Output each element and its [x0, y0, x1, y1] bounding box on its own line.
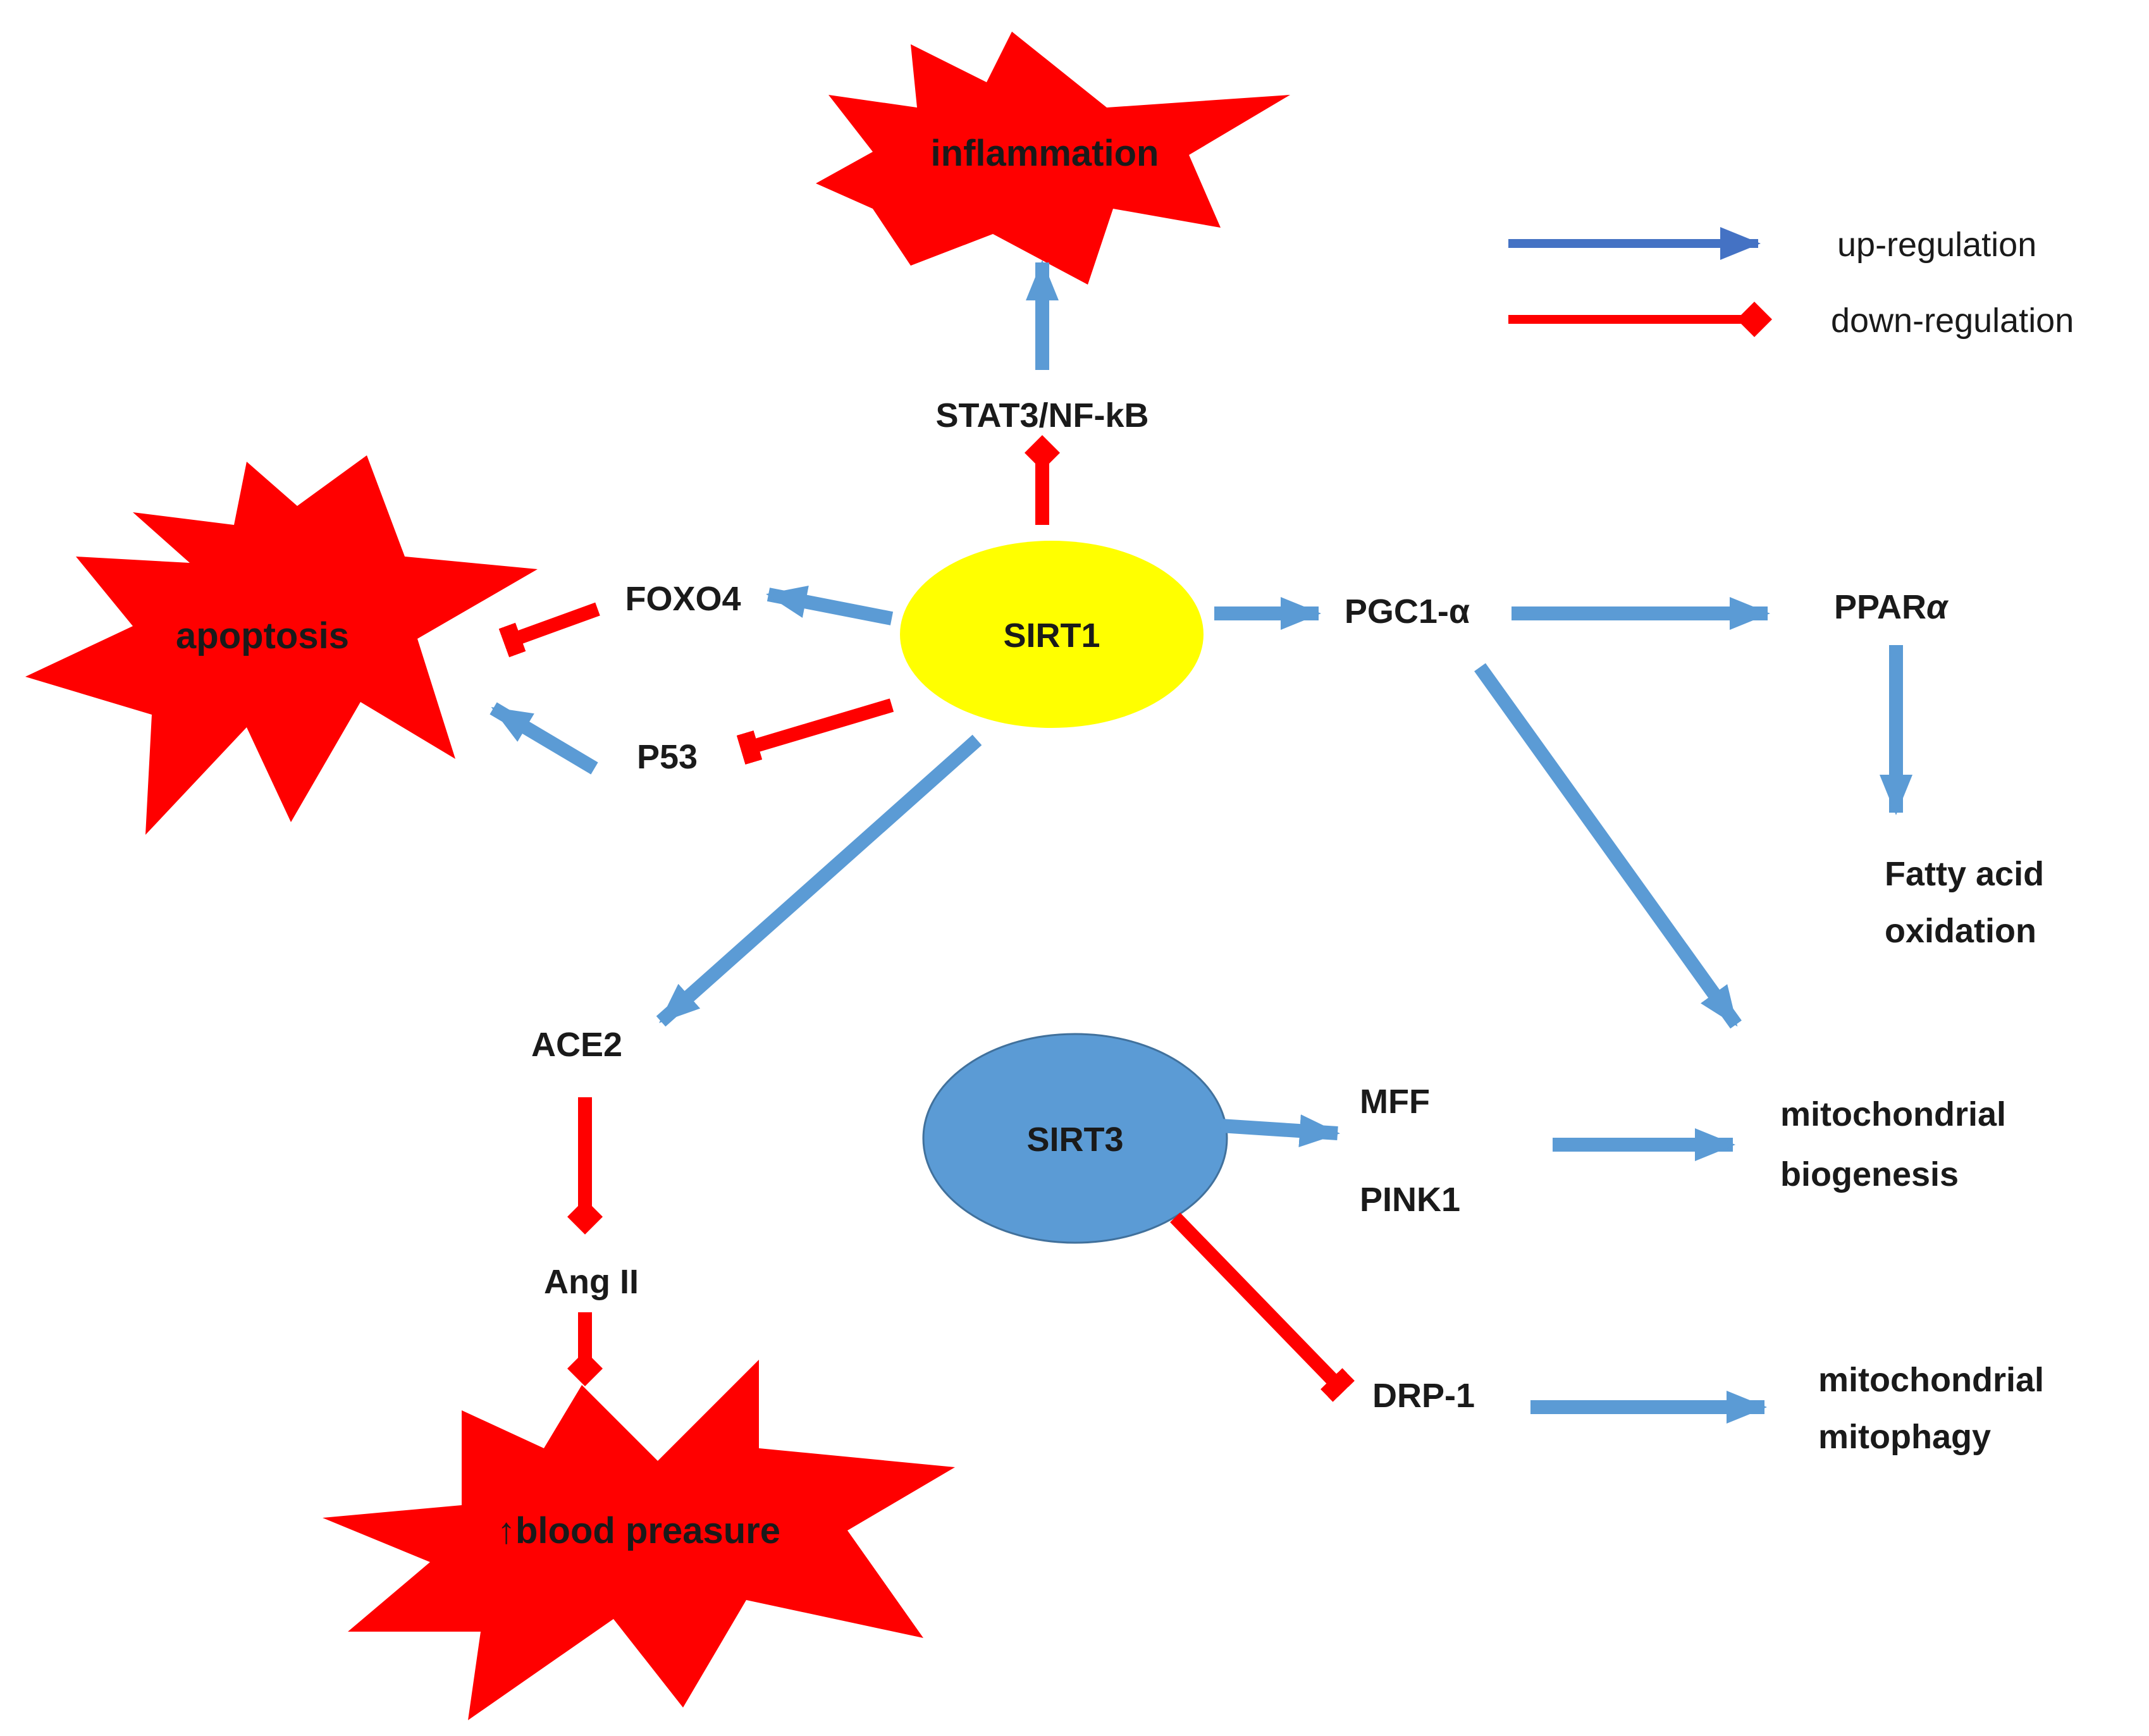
p53-label: P53	[637, 738, 698, 776]
inflammation-label: inflammation	[931, 133, 1159, 174]
fao-label-line1: Fatty acid	[1885, 855, 2044, 893]
pgc1-label: PGC1-α	[1345, 593, 1470, 631]
mitophagy-label-line2: mitophagy	[1818, 1418, 1991, 1456]
stat3-label: STAT3/NF-kB	[936, 397, 1149, 434]
arrow-sirt3-mff	[1220, 1114, 1340, 1148]
ppar-label: PPARα	[1834, 588, 1949, 626]
arrow-sirt1-foxo4	[766, 585, 894, 625]
biogenesis-label-line1: mitochondrial	[1780, 1095, 2006, 1133]
arrow-sirt1-ace2	[656, 734, 982, 1027]
pink1-label: PINK1	[1360, 1181, 1460, 1219]
mff-label: MFF	[1360, 1083, 1430, 1121]
sirt3-node	[922, 1033, 1228, 1244]
sirt3-label: SIRT3	[1026, 1121, 1123, 1159]
legend-up-label: up-regulation	[1837, 226, 2036, 264]
ace2-label: ACE2	[531, 1026, 622, 1064]
inhibit-sirt1-p53	[736, 698, 894, 765]
blood-pressure-burst	[323, 1360, 955, 1720]
fao-label-line2: oxidation	[1885, 912, 2036, 950]
inflammation-burst	[816, 32, 1290, 285]
drp1-label: DRP-1	[1372, 1377, 1475, 1415]
legend-down-label: down-regulation	[1831, 302, 2074, 340]
arrow-pgc1-biogenesis	[1474, 663, 1742, 1029]
arrow-p53-apoptosis	[490, 702, 598, 775]
biogenesis-label-line2: biogenesis	[1780, 1155, 1959, 1193]
mitophagy-label-line1: mitochondrial	[1818, 1361, 2044, 1399]
ang2-label: Ang II	[544, 1263, 639, 1301]
inhibit-foxo4-apoptosis	[498, 602, 600, 658]
inhibit-sirt3-drp1	[1170, 1212, 1355, 1402]
sirt1-node	[900, 541, 1204, 728]
apoptosis-label: apoptosis	[176, 615, 349, 656]
sirt1-label: SIRT1	[1003, 617, 1100, 655]
legend: up-regulation down-regulation	[1508, 226, 2074, 340]
apoptosis-burst	[25, 455, 538, 835]
blood-pressure-label: ↑blood preasure	[497, 1510, 780, 1551]
foxo4-label: FOXO4	[625, 580, 741, 618]
